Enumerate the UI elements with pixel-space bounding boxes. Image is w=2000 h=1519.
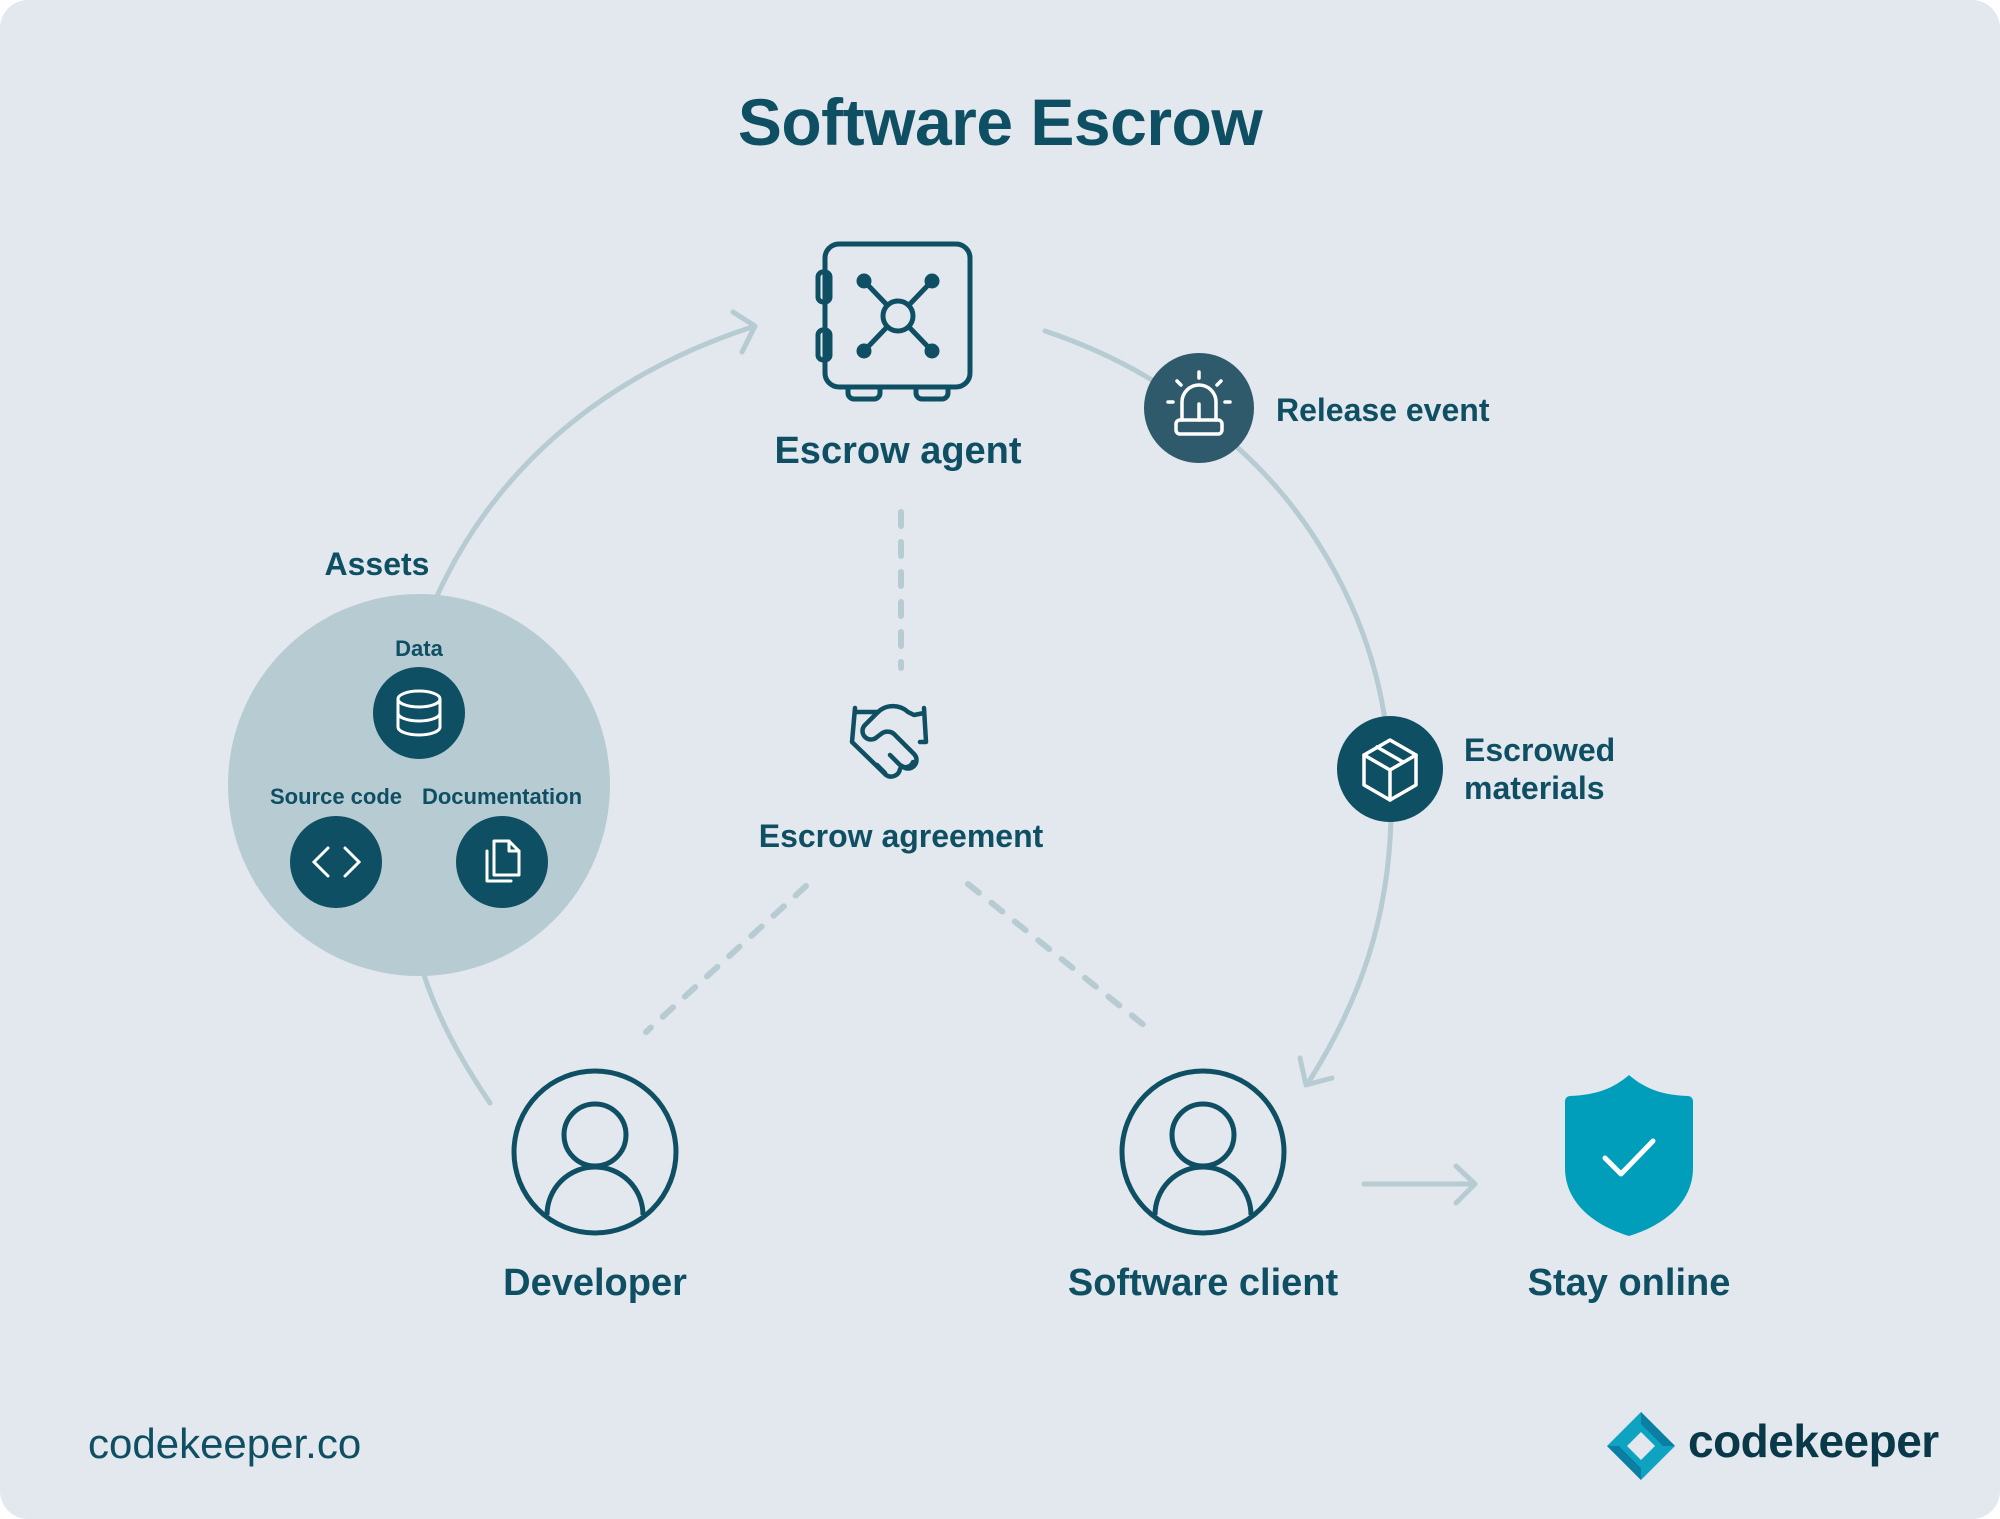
page-title: Software Escrow <box>737 85 1263 159</box>
release-event-node <box>1144 353 1254 463</box>
arrowhead-client <box>1297 1055 1335 1088</box>
brand-wordmark: codekeeper <box>1688 1415 1939 1467</box>
dash-agreement-to-developer <box>643 883 809 1035</box>
arc-developer-to-assets <box>421 972 493 1106</box>
escrowed-materials-label-line1: Escrowed <box>1464 732 1616 768</box>
release-event-label: Release event <box>1276 392 1490 428</box>
arrowhead-online <box>1453 1163 1478 1206</box>
arc-release-to-materials <box>1235 445 1388 723</box>
arc-agent-to-release <box>1042 328 1163 388</box>
asset-source-code-label: Source code <box>269 784 403 809</box>
shield-check-icon <box>1565 1075 1693 1236</box>
arrowhead-agent <box>730 309 758 355</box>
footer-url: codekeeper.co <box>88 1420 362 1467</box>
database-icon <box>396 689 442 737</box>
alarm-beacon-icon <box>1166 370 1232 436</box>
data-circle <box>373 667 465 759</box>
client-user-icon <box>1119 1068 1287 1236</box>
assets-group <box>228 594 610 976</box>
documents-icon <box>485 839 521 883</box>
escrow-agent-label: Escrow agent <box>774 430 1022 472</box>
arc-assets-to-agent <box>434 324 755 599</box>
software-client-label: Software client <box>1067 1262 1339 1304</box>
source-code-circle <box>290 816 382 908</box>
codekeeper-logo-icon <box>1607 1412 1675 1480</box>
arc-materials-to-client <box>1307 817 1394 1083</box>
handshake-icon <box>849 703 929 779</box>
assets-label: Assets <box>324 546 430 582</box>
escrowed-materials-label-line2: materials <box>1464 770 1605 806</box>
asset-documentation-label: Documentation <box>421 784 583 809</box>
developer-user-icon <box>511 1068 679 1236</box>
developer-label: Developer <box>503 1262 687 1304</box>
stay-online-label: Stay online <box>1527 1262 1731 1304</box>
safe-icon <box>815 241 973 402</box>
documentation-circle <box>456 816 548 908</box>
asset-data-label: Data <box>395 636 443 661</box>
code-icon <box>311 846 362 878</box>
dash-agreement-to-client <box>965 881 1158 1037</box>
box-icon <box>1362 738 1418 802</box>
escrow-agreement-label: Escrow agreement <box>758 818 1044 854</box>
escrowed-materials-node <box>1337 716 1443 822</box>
